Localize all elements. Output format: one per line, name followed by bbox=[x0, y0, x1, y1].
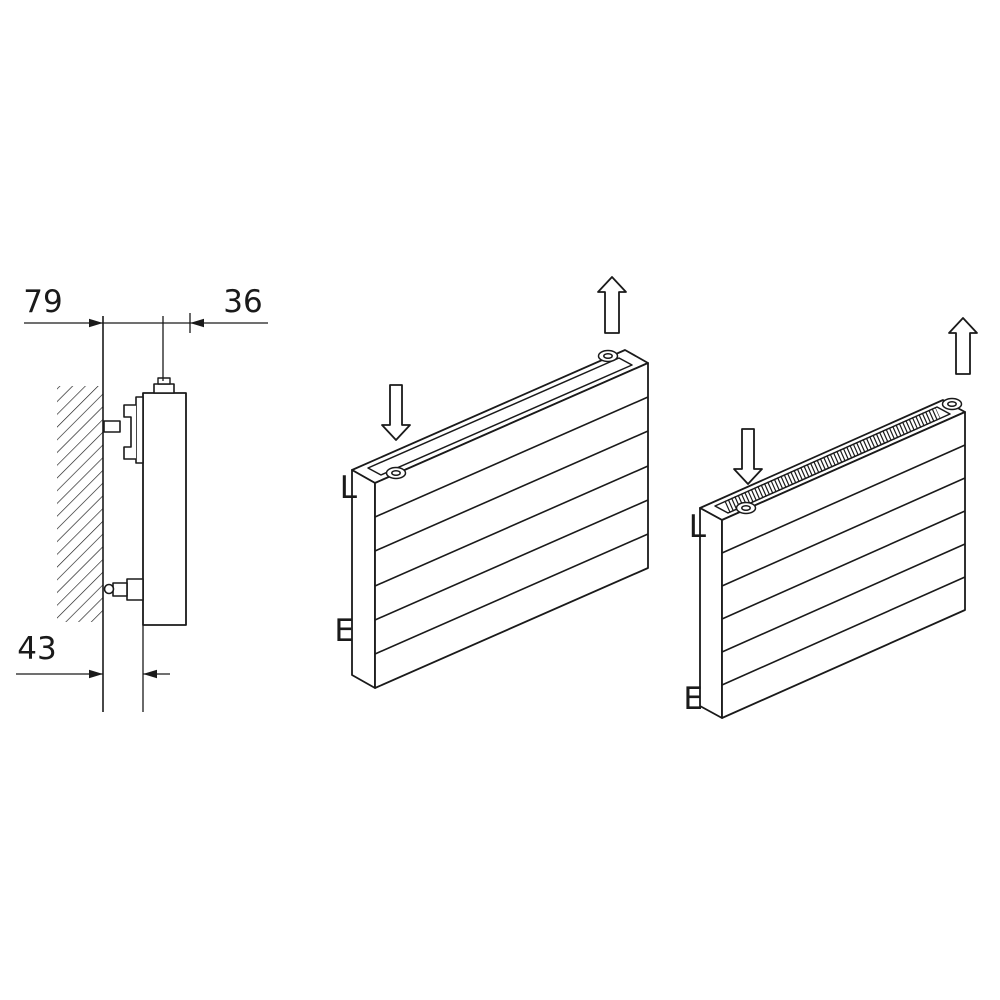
connection-boss-right bbox=[597, 349, 619, 363]
arrowhead-right-icon bbox=[89, 669, 103, 679]
drain-valve bbox=[103, 578, 144, 601]
radiator-grille-top-diagram: L E bbox=[683, 317, 978, 719]
arrowhead-right-icon bbox=[89, 318, 103, 328]
top-opening bbox=[367, 357, 633, 476]
dimension-label-79: 79 bbox=[23, 284, 62, 320]
dimension-lines-bottom bbox=[16, 625, 170, 712]
drain-label: E bbox=[334, 613, 354, 649]
connection-boss-left bbox=[735, 501, 757, 515]
arrowhead-left-icon bbox=[190, 318, 204, 328]
pipe-cap-top bbox=[157, 377, 171, 385]
up-arrow-icon bbox=[597, 276, 627, 334]
connection-boss-right bbox=[941, 397, 963, 411]
front-slat-lines bbox=[721, 444, 966, 686]
radiator-open-top-diagram: L E bbox=[334, 276, 649, 689]
radiator-side-profile bbox=[142, 392, 187, 626]
mounting-bracket bbox=[103, 396, 144, 464]
top-grille bbox=[724, 407, 941, 513]
dimension-label-43: 43 bbox=[17, 631, 56, 667]
arrowhead-left-icon bbox=[143, 669, 157, 679]
down-arrow-icon bbox=[381, 384, 411, 441]
connection-boss-left bbox=[385, 466, 407, 480]
front-slat-lines bbox=[374, 396, 649, 655]
air-vent-label: L bbox=[340, 470, 358, 506]
drain-label: E bbox=[683, 681, 703, 717]
up-arrow-icon bbox=[948, 317, 978, 375]
down-arrow-icon bbox=[733, 428, 763, 485]
dimension-lines-top bbox=[24, 313, 268, 381]
side-view-diagram: 79 36 43 bbox=[16, 284, 268, 712]
wall-hatch bbox=[57, 386, 103, 622]
pipe-cap bbox=[153, 383, 175, 394]
air-vent-label: L bbox=[689, 509, 707, 545]
dimension-label-36: 36 bbox=[223, 284, 262, 320]
